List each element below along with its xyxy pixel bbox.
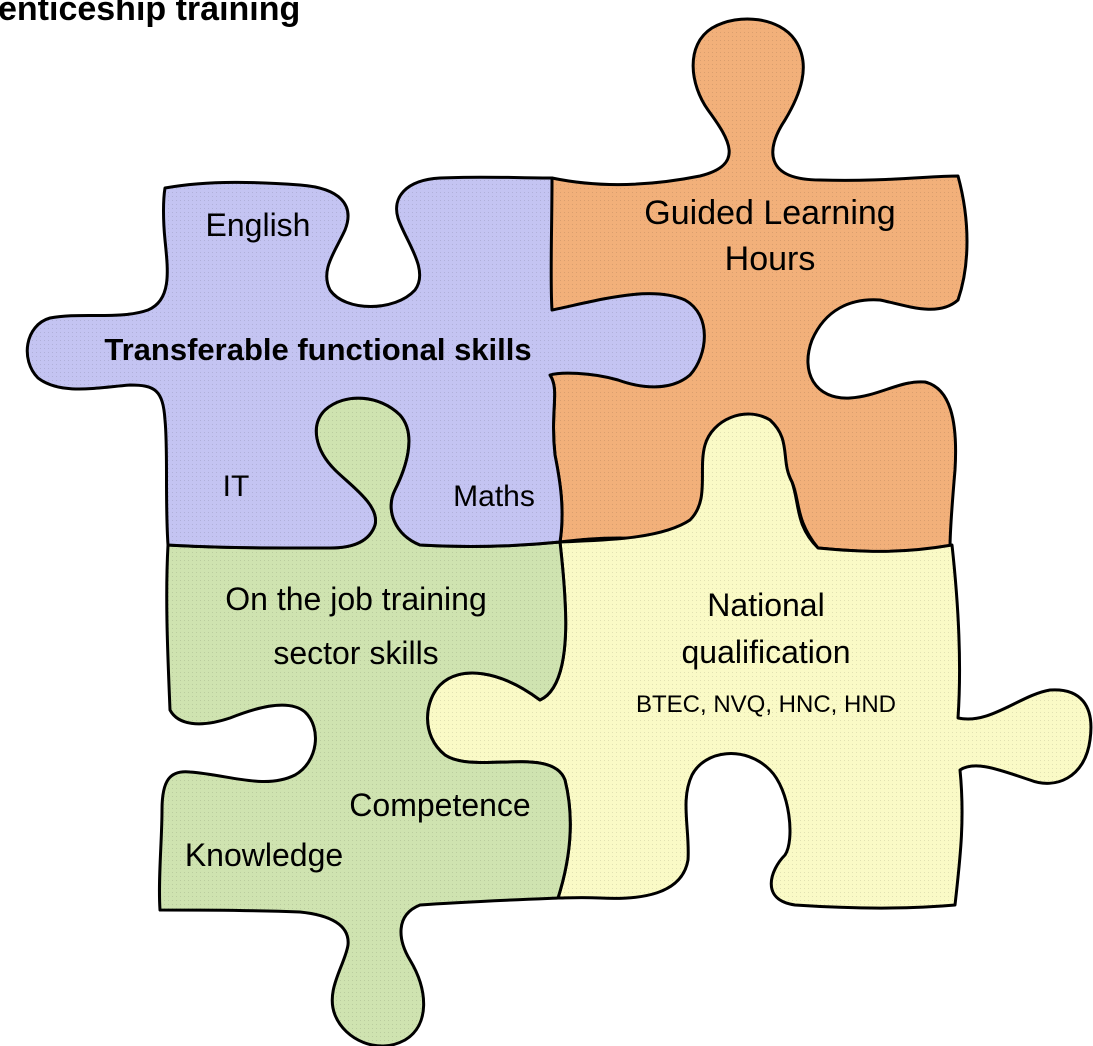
knowledge-label: Knowledge [185, 837, 343, 873]
guided-learning-line1: Guided Learning [644, 194, 895, 232]
piece-national-qualification: National qualification BTEC, NVQ, HNC, H… [426, 412, 1093, 910]
english-label: English [206, 207, 311, 243]
competence-label: Competence [349, 787, 530, 823]
diagram-title: enticeship training [0, 0, 300, 28]
it-label: IT [223, 470, 250, 503]
national-line2: qualification [682, 634, 851, 670]
piece-functional-skills: English Transferable functional skills I… [25, 175, 706, 550]
functional-skills-heading: Transferable functional skills [104, 332, 531, 367]
guided-learning-line2: Hours [725, 240, 816, 278]
job-training-line1: On the job training [225, 581, 487, 617]
piece-guided-learning: Guided Learning Hours [547, 17, 969, 554]
maths-label: Maths [453, 480, 535, 513]
job-training-line2: sector skills [273, 635, 438, 671]
national-line3: BTEC, NVQ, HNC, HND [636, 691, 896, 718]
national-line1: National [707, 587, 824, 623]
